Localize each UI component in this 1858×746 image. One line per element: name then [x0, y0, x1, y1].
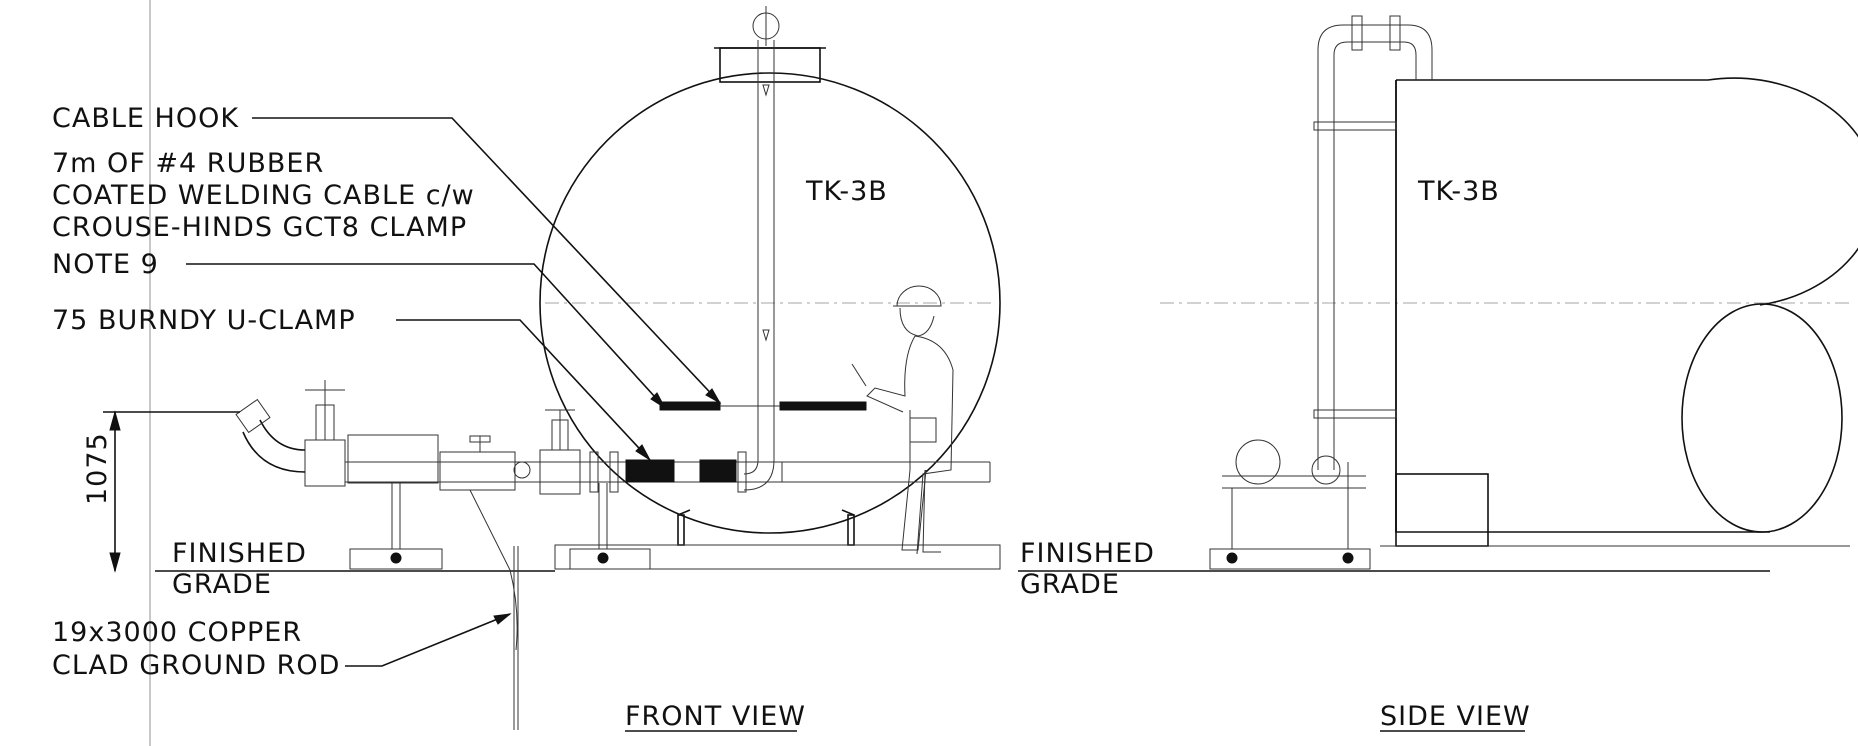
side-anchor-bolt-1 [1226, 552, 1238, 564]
side-loop-flange-1 [1351, 15, 1363, 51]
side-riser-bracket-1 [1313, 121, 1397, 131]
side-elbow [1311, 455, 1341, 485]
front-ground-cable [469, 489, 518, 651]
front-view-title: FRONT VIEW [625, 701, 806, 732]
front-pipe-support-pad-1 [349, 548, 443, 570]
front-riser-elbow [743, 459, 775, 491]
front-saddle-left-edge [677, 509, 691, 516]
front-strainer-cap-top [469, 435, 491, 443]
front-cable-section-2 [699, 459, 737, 483]
operator-hard-hat [896, 285, 942, 307]
ground-rod-arrow [493, 613, 512, 625]
front-gate-valve-bonnet [551, 419, 569, 451]
side-tank-body [1395, 77, 1858, 533]
operator-arm [866, 335, 916, 413]
front-flange-1 [609, 451, 619, 493]
front-strainer-body [439, 451, 516, 491]
side-view: TK-3B FINISHED GRADE SIDE VIEW [1018, 15, 1858, 732]
side-riser-loop-outer [1317, 24, 1433, 470]
callout-cable-line3: CROUSE-HINDS GCT8 CLAMP [52, 212, 467, 243]
front-anchor-bolt-1 [390, 552, 402, 564]
front-gate-valve-body [539, 449, 581, 495]
callout-cable-line1: 7m OF #4 RUBBER [52, 148, 324, 179]
operator-face [899, 307, 935, 337]
front-cable-upper-right [779, 401, 867, 411]
note9-leader [186, 263, 666, 409]
front-view: 1075 CABLE HOOK 7m OF #4 RUBBER COATED W… [52, 6, 1001, 732]
front-left-valve-body [304, 439, 346, 487]
cable-hook-arrow [705, 388, 722, 405]
u-clamp-arrow [635, 444, 652, 462]
callout-note9: NOTE 9 [52, 249, 159, 280]
front-cable-section-1 [625, 459, 675, 483]
note9-arrow [650, 392, 667, 410]
side-grade-line1: FINISHED [1020, 538, 1155, 569]
front-saddle-left [677, 514, 685, 546]
front-grade-line2: GRADE [172, 569, 272, 600]
cable-hook-leader [252, 117, 721, 404]
front-riser-arrow-2 [762, 329, 770, 342]
front-union [513, 461, 531, 479]
front-left-elbow-outer [242, 431, 306, 473]
operator-pouch [909, 417, 937, 443]
front-riser-arrow-1 [762, 84, 770, 97]
operator-tool [851, 363, 867, 387]
front-dim-value: 1075 [82, 432, 113, 505]
front-manway [719, 47, 821, 83]
front-grade-line1: FINISHED [172, 538, 307, 569]
operator-back [914, 335, 954, 555]
front-tank-label: TK-3B [805, 176, 888, 207]
side-pump-casing [1235, 439, 1281, 485]
callout-u-clamp: 75 BURNDY U-CLAMP [52, 305, 356, 336]
side-tank-end [1681, 303, 1843, 533]
side-anchor-bolt-2 [1342, 552, 1354, 564]
side-saddle [1395, 473, 1489, 547]
side-loop-flange-2 [1389, 15, 1401, 51]
front-pump-box [347, 434, 439, 484]
callout-rod-line2: CLAD GROUND ROD [52, 650, 340, 681]
front-pipe-support-pad-2 [569, 548, 651, 570]
u-clamp-leader [396, 319, 651, 461]
front-dim-arrow-bottom [109, 552, 121, 573]
callout-cable-hook: CABLE HOOK [52, 103, 239, 134]
side-view-title: SIDE VIEW [1380, 701, 1531, 732]
front-left-valve-bonnet [315, 404, 335, 441]
side-riser-bracket-2 [1313, 409, 1397, 419]
front-tank-shell [539, 72, 1001, 534]
side-support-pad [1209, 548, 1371, 570]
callout-rod-line1: 19x3000 COPPER [52, 617, 302, 648]
front-concrete-base [554, 544, 1001, 570]
front-hose-coupling [235, 398, 271, 434]
front-left-elbow [259, 419, 306, 451]
operator-back-leg [922, 469, 941, 553]
front-saddle-right-edge [841, 509, 855, 516]
front-flange-3 [589, 451, 599, 493]
operator-legs [901, 410, 927, 551]
front-flange-2 [737, 451, 747, 493]
front-anchor-bolt-2 [597, 552, 609, 564]
callout-cable-line2: COATED WELDING CABLE c/w [52, 180, 475, 211]
side-grade-line2: GRADE [1020, 569, 1120, 600]
front-cable-upper-left [659, 401, 721, 411]
operator-figure [851, 285, 954, 555]
side-riser-loop-inner [1333, 41, 1417, 470]
ground-rod-leader [345, 613, 511, 667]
front-dim-arrow-top [109, 410, 121, 431]
side-tank-label: TK-3B [1417, 176, 1500, 207]
